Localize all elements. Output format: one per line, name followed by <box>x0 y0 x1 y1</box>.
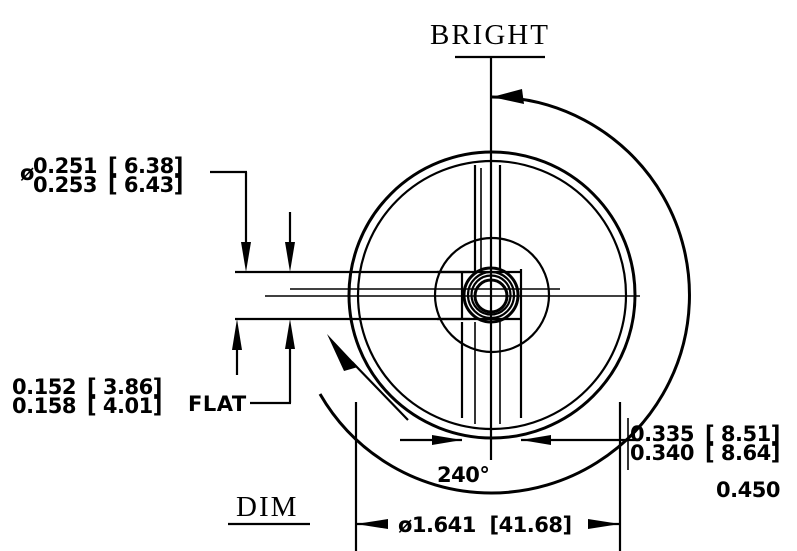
slot-width-arrowhead-left <box>432 435 462 445</box>
vertical-slot-lines-group <box>460 165 523 424</box>
angle-sweep-arc <box>318 95 691 495</box>
overall-diameter-dimension-group <box>356 402 622 551</box>
arc-arrowhead-bottom <box>327 334 358 371</box>
slot-width-upper-inch: 0.335 <box>630 422 694 446</box>
bore-diameter-upper-inch: 0.251 <box>33 154 97 178</box>
centerlines-group <box>265 57 640 460</box>
overall-diameter-label: ø1.641 [41.68] <box>398 513 572 537</box>
bore-diameter-symbol: ø <box>20 161 34 185</box>
angle-sweep-arc-group <box>318 89 691 495</box>
bright-label: BRIGHT <box>430 19 550 51</box>
overall-dia-arrowhead-right <box>588 519 620 529</box>
flat-depth-upper-inch: 0.152 <box>12 375 76 399</box>
flat-extension-lines-group <box>235 270 560 321</box>
arc-arrowhead-top <box>492 89 524 104</box>
arc-arrow-tail <box>351 361 409 421</box>
dim-label-leader-group <box>228 402 358 551</box>
flat-depth-arrowhead-outer <box>232 319 242 350</box>
slot-width-arrowhead-right <box>521 435 551 445</box>
flat-label: FLAT <box>188 392 247 416</box>
flat-depth-upper-mm: [ 3.86] <box>87 375 162 399</box>
flat-depth-lower-mm: [ 4.01] <box>87 394 162 418</box>
slot-width-upper-mm: [ 8.51] <box>705 422 780 446</box>
flat-depth-dimension-group <box>232 319 295 405</box>
bore-diameter-upper-mm: [ 6.38] <box>108 154 183 178</box>
slot-width-lower-inch: 0.340 <box>630 441 694 465</box>
plain-note-0450: 0.450 <box>716 478 780 502</box>
flat-depth-arrowhead-inner <box>285 319 295 349</box>
flat-depth-lower-inch: 0.158 <box>12 394 76 418</box>
slot-width-dimension-group <box>400 418 640 470</box>
bore-diameter-lower-mm: [ 6.43] <box>108 173 183 197</box>
overall-dia-arrowhead-left <box>356 519 388 529</box>
bore-diameter-lower-inch: 0.253 <box>33 173 97 197</box>
bore-leader-arrowhead <box>241 242 251 272</box>
arc-angle-label: 240° <box>437 463 489 487</box>
flat-top-dim-arrowhead <box>285 242 295 272</box>
slot-width-lower-mm: [ 8.64] <box>705 441 780 465</box>
bore-dimension-leader-group <box>210 170 295 272</box>
dim-label: DIM <box>236 491 298 523</box>
